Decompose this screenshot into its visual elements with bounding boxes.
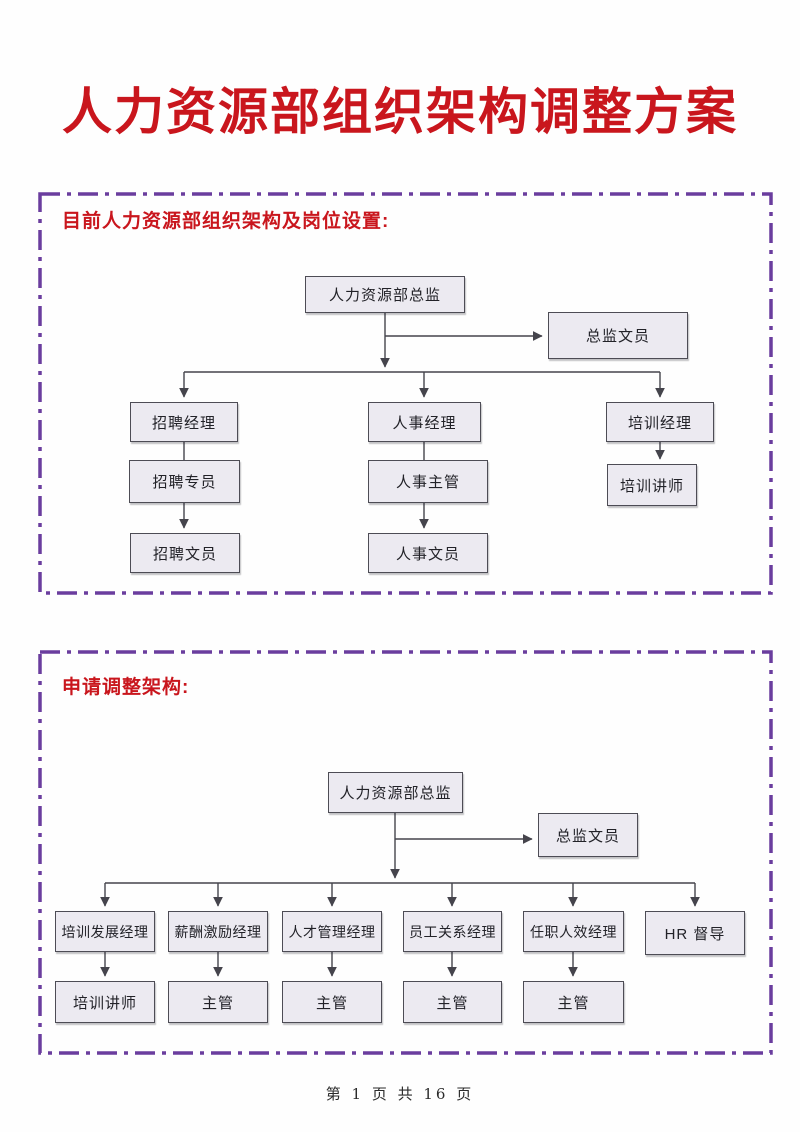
node-training-lecturer-proposed: 培训讲师 [55, 981, 155, 1023]
node-training-manager: 培训经理 [606, 402, 714, 442]
node-supervisor-1: 主管 [168, 981, 268, 1023]
node-recruiting-specialist: 招聘专员 [129, 460, 240, 503]
page-number-footer: 第 1 页 共 16 页 [325, 1085, 475, 1103]
node-director-clerk-proposed: 总监文员 [538, 813, 638, 857]
chart2-connectors [100, 813, 700, 977]
page-title: 人力资源部组织架构调整方案 [62, 84, 738, 140]
node-talent-management-manager: 人才管理经理 [282, 911, 382, 952]
section1-heading: 目前人力资源部组织架构及岗位设置: [62, 211, 390, 232]
node-recruiting-clerk: 招聘文员 [130, 533, 240, 573]
section2-heading: 申请调整架构: [62, 677, 190, 698]
section1-border [38, 192, 773, 595]
node-hr-supervisor: HR 督导 [645, 911, 745, 955]
node-recruiting-manager: 招聘经理 [130, 402, 238, 442]
chart1-connectors [179, 313, 665, 529]
node-hr-director-proposed: 人力资源部总监 [328, 772, 463, 813]
node-personnel-supervisor: 人事主管 [368, 460, 488, 503]
node-hr-director-current: 人力资源部总监 [305, 276, 465, 313]
node-employee-relations-manager: 员工关系经理 [403, 911, 502, 952]
node-staffing-efficiency-manager: 任职人效经理 [523, 911, 624, 952]
node-compensation-incentive-manager: 薪酬激励经理 [168, 911, 268, 952]
node-personnel-clerk: 人事文员 [368, 533, 488, 573]
node-training-development-manager: 培训发展经理 [55, 911, 155, 952]
node-director-clerk-current: 总监文员 [548, 312, 688, 359]
node-supervisor-3: 主管 [403, 981, 502, 1023]
node-supervisor-4: 主管 [523, 981, 624, 1023]
node-supervisor-2: 主管 [282, 981, 382, 1023]
section2-border [38, 650, 773, 1055]
node-training-lecturer-current: 培训讲师 [607, 464, 697, 506]
node-personnel-manager: 人事经理 [368, 402, 481, 442]
